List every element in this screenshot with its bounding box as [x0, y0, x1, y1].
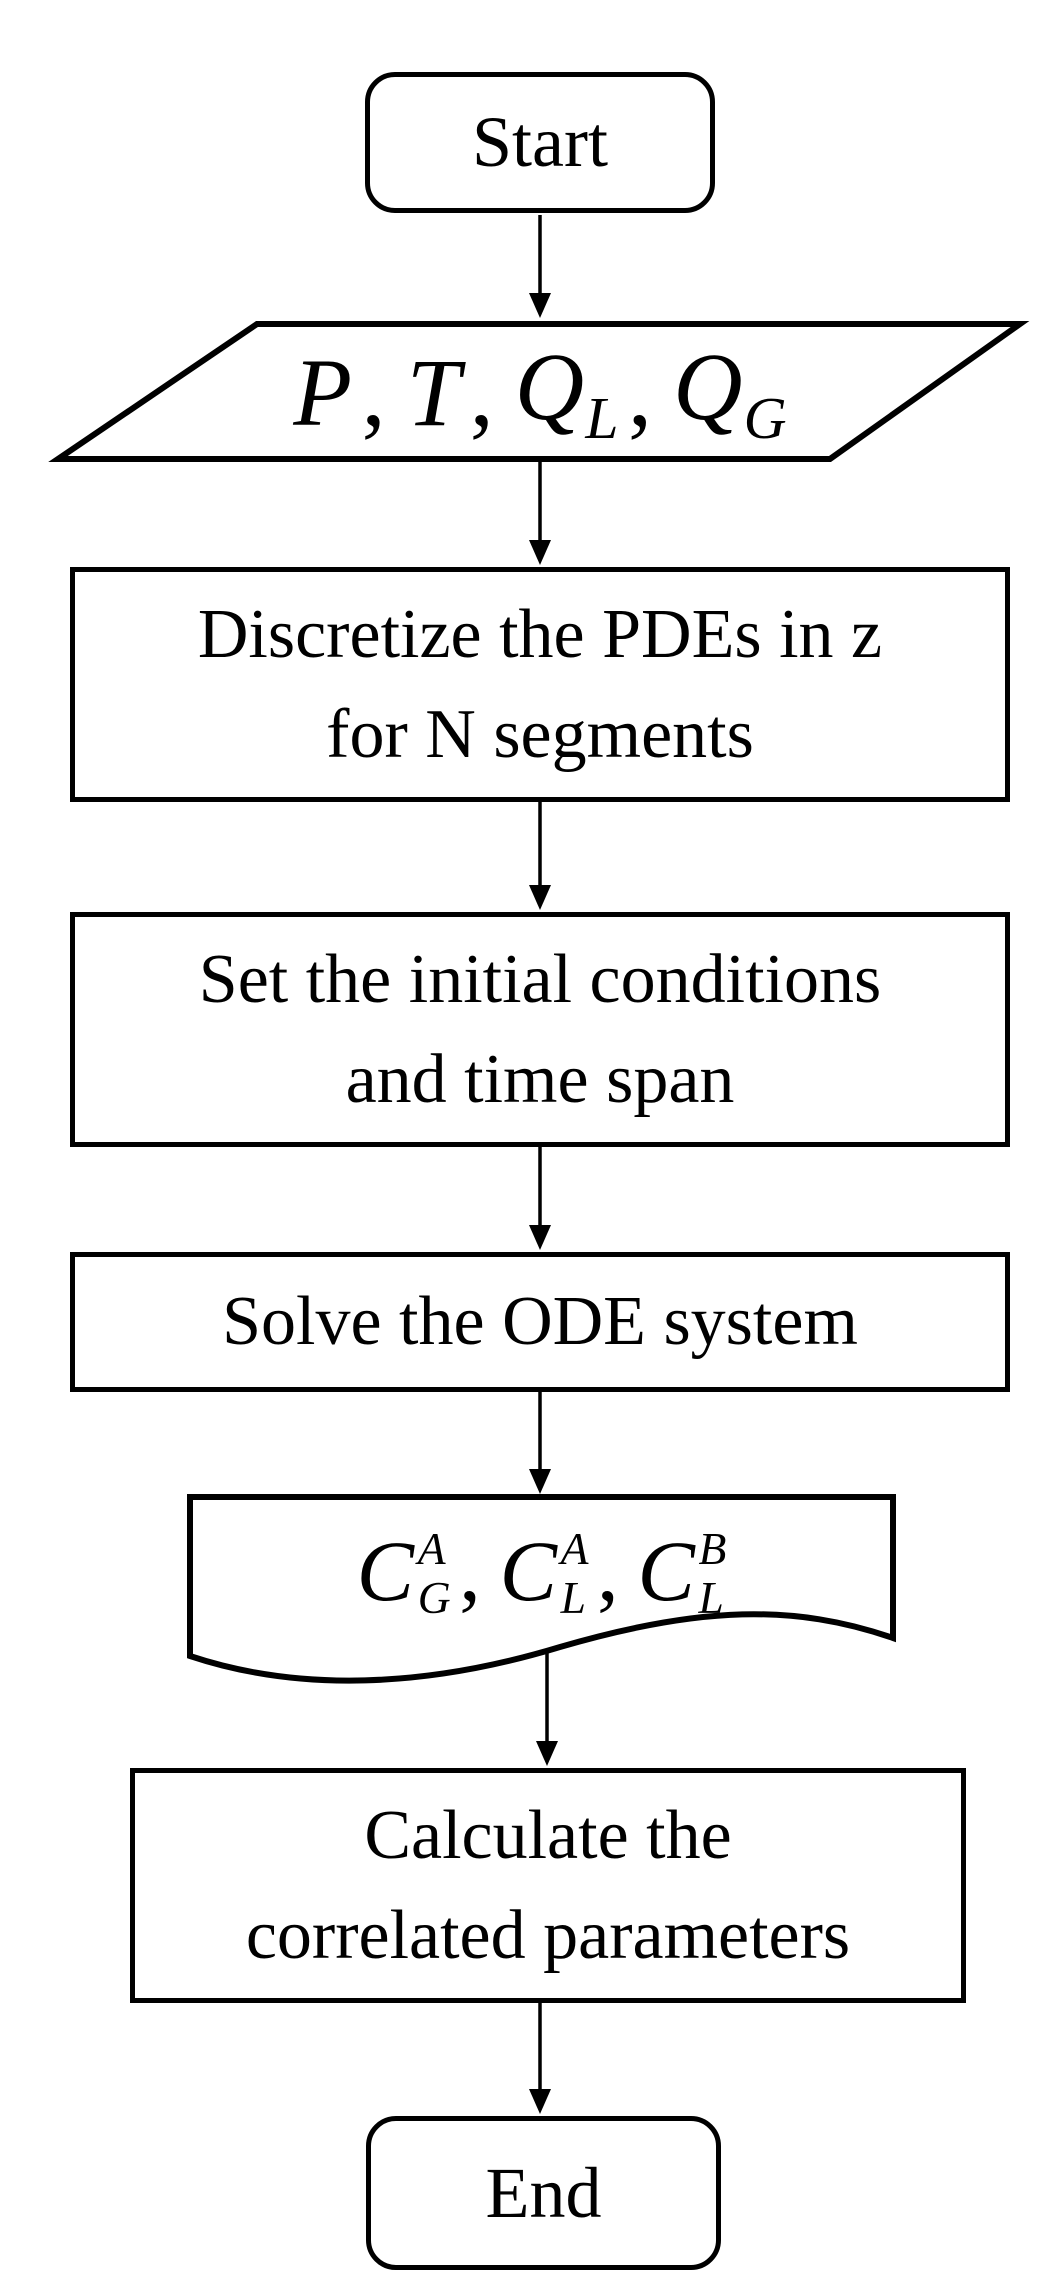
end-node: End	[366, 2116, 721, 2270]
arrow-calculate-to-end	[529, 2003, 551, 2114]
arrow-discretize-to-set-initial	[529, 802, 551, 910]
solve-label: Solve the ODE system	[222, 1283, 858, 1361]
discretize-line2: for N segments	[326, 695, 754, 773]
comma: ,	[597, 1523, 619, 1619]
start-node: Start	[365, 72, 715, 213]
subscript: L	[585, 385, 619, 452]
set-initial-node: Set the initial conditions and time span	[70, 912, 1010, 1147]
arrow-output-to-calculate	[536, 1650, 558, 1766]
document-output-shape	[187, 1494, 896, 1684]
end-label: End	[485, 2152, 602, 2233]
base-symbol: C	[637, 1523, 695, 1619]
input-token-T: T	[406, 338, 461, 446]
subscript: L	[698, 1571, 724, 1623]
superscript: B	[698, 1522, 727, 1574]
arrow-solve-to-output	[529, 1392, 551, 1494]
superscript: A	[560, 1522, 589, 1574]
start-label: Start	[472, 102, 608, 182]
solve-node: Solve the ODE system	[70, 1252, 1010, 1392]
set-initial-line2: and time span	[345, 1040, 735, 1118]
arrow-start-to-input	[529, 215, 551, 318]
input-token-P: P	[293, 338, 352, 446]
comma: ,	[628, 338, 653, 446]
base-symbol: C	[499, 1523, 557, 1619]
subscript: G	[743, 385, 787, 452]
base-symbol: C	[356, 1523, 415, 1619]
set-initial-line1: Set the initial conditions	[198, 941, 882, 1019]
calculate-line2: correlated parameters	[245, 1896, 851, 1974]
base-symbol: Q	[673, 332, 743, 440]
base-symbol: Q	[514, 332, 585, 440]
input-parallelogram-shape	[48, 321, 1030, 462]
input-token-QL: QL	[515, 331, 619, 453]
calculate-node: Calculate the correlated parameters	[130, 1768, 966, 2003]
arrow-set-initial-to-solve	[529, 1147, 551, 1250]
subscript: L	[560, 1571, 586, 1623]
discretize-node: Discretize the PDEs in z for N segments	[70, 567, 1010, 802]
input-values: P,T,QL,QG	[90, 326, 990, 458]
comma: ,	[469, 338, 494, 446]
comma: ,	[361, 338, 386, 446]
discretize-line1: Discretize the PDEs in z	[197, 596, 883, 674]
subscript: G	[417, 1571, 451, 1623]
arrow-input-to-discretize	[529, 461, 551, 565]
superscript: A	[417, 1522, 446, 1574]
calculate-line1: Calculate the	[364, 1797, 732, 1875]
comma: ,	[459, 1523, 481, 1619]
input-token-QG: QG	[673, 331, 787, 453]
